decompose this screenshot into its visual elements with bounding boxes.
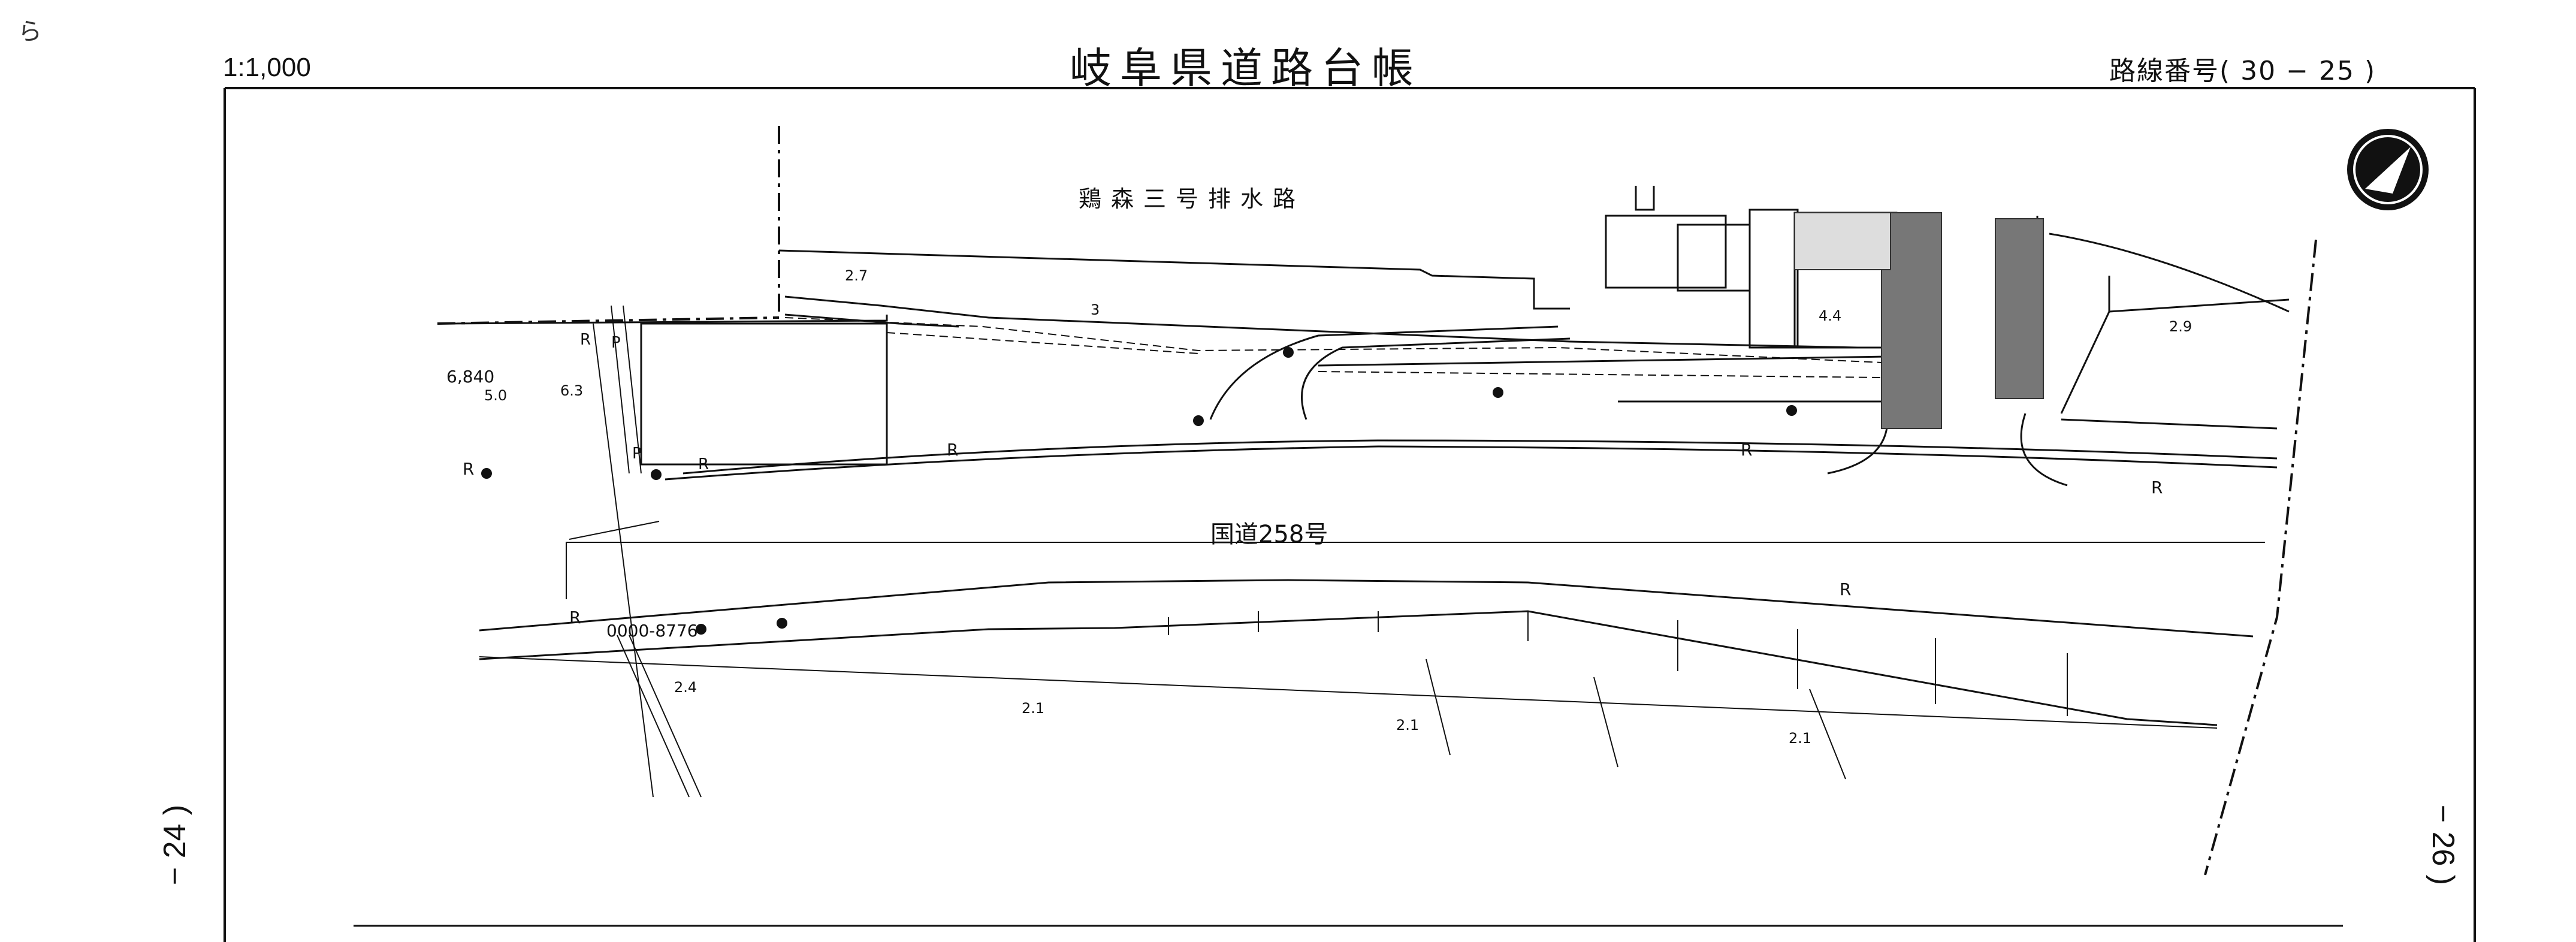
page-title: 岐阜県道路台帳 — [1070, 44, 1422, 93]
boundary-mark: R — [580, 331, 591, 349]
waterway-name-label: 鶏森三号排水路 — [1079, 186, 1305, 212]
boundary-mark: P — [611, 334, 621, 352]
width-label: 2.7 — [845, 267, 868, 284]
boundary-mark: R — [1741, 440, 1752, 460]
route-number-header: 路線番号( 30 − 25 ) — [2109, 49, 2376, 87]
boundary-mark: R — [463, 459, 474, 479]
road-edge-lines — [479, 439, 2278, 729]
boundary-mark: R — [2151, 478, 2163, 497]
boundary-mark: P — [632, 445, 642, 463]
width-label: 2.1 — [1022, 700, 1044, 717]
route-number: ( 30 − 25 ) — [2219, 56, 2376, 86]
map-scale: 1:1,000 — [223, 53, 311, 82]
width-label: 2.4 — [674, 679, 697, 696]
boundary-markers — [481, 347, 1797, 635]
width-label: 2.1 — [1396, 717, 1419, 733]
width-label: 5.0 — [484, 387, 507, 404]
boundary-mark: R — [947, 440, 958, 460]
road-name-label: 国道258号 — [1210, 521, 1328, 548]
width-label: 4.4 — [1819, 307, 1841, 324]
hatched-plots — [1794, 212, 2044, 429]
property-boundaries — [437, 126, 2317, 875]
distance-label: 6,840 — [446, 367, 494, 387]
width-label: 6.3 — [560, 382, 583, 399]
boundary-mark: R — [569, 608, 581, 627]
page-marker: ら — [18, 19, 42, 45]
north-arrow-icon — [2347, 129, 2429, 210]
south-lot-lines — [593, 305, 2068, 798]
width-label: 2.9 — [2169, 318, 2192, 335]
route-label: 路線番号 — [2109, 56, 2219, 86]
width-label: 3 — [1091, 301, 1100, 318]
boundary-mark: R — [1840, 579, 1851, 599]
buildings — [640, 186, 1898, 466]
drainage-channel — [784, 317, 1882, 378]
boundary-mark: R — [698, 455, 709, 473]
width-label: 2.1 — [1789, 730, 1811, 747]
map-frame — [224, 87, 2476, 942]
survey-point-label: 0000-8776 — [606, 621, 698, 641]
